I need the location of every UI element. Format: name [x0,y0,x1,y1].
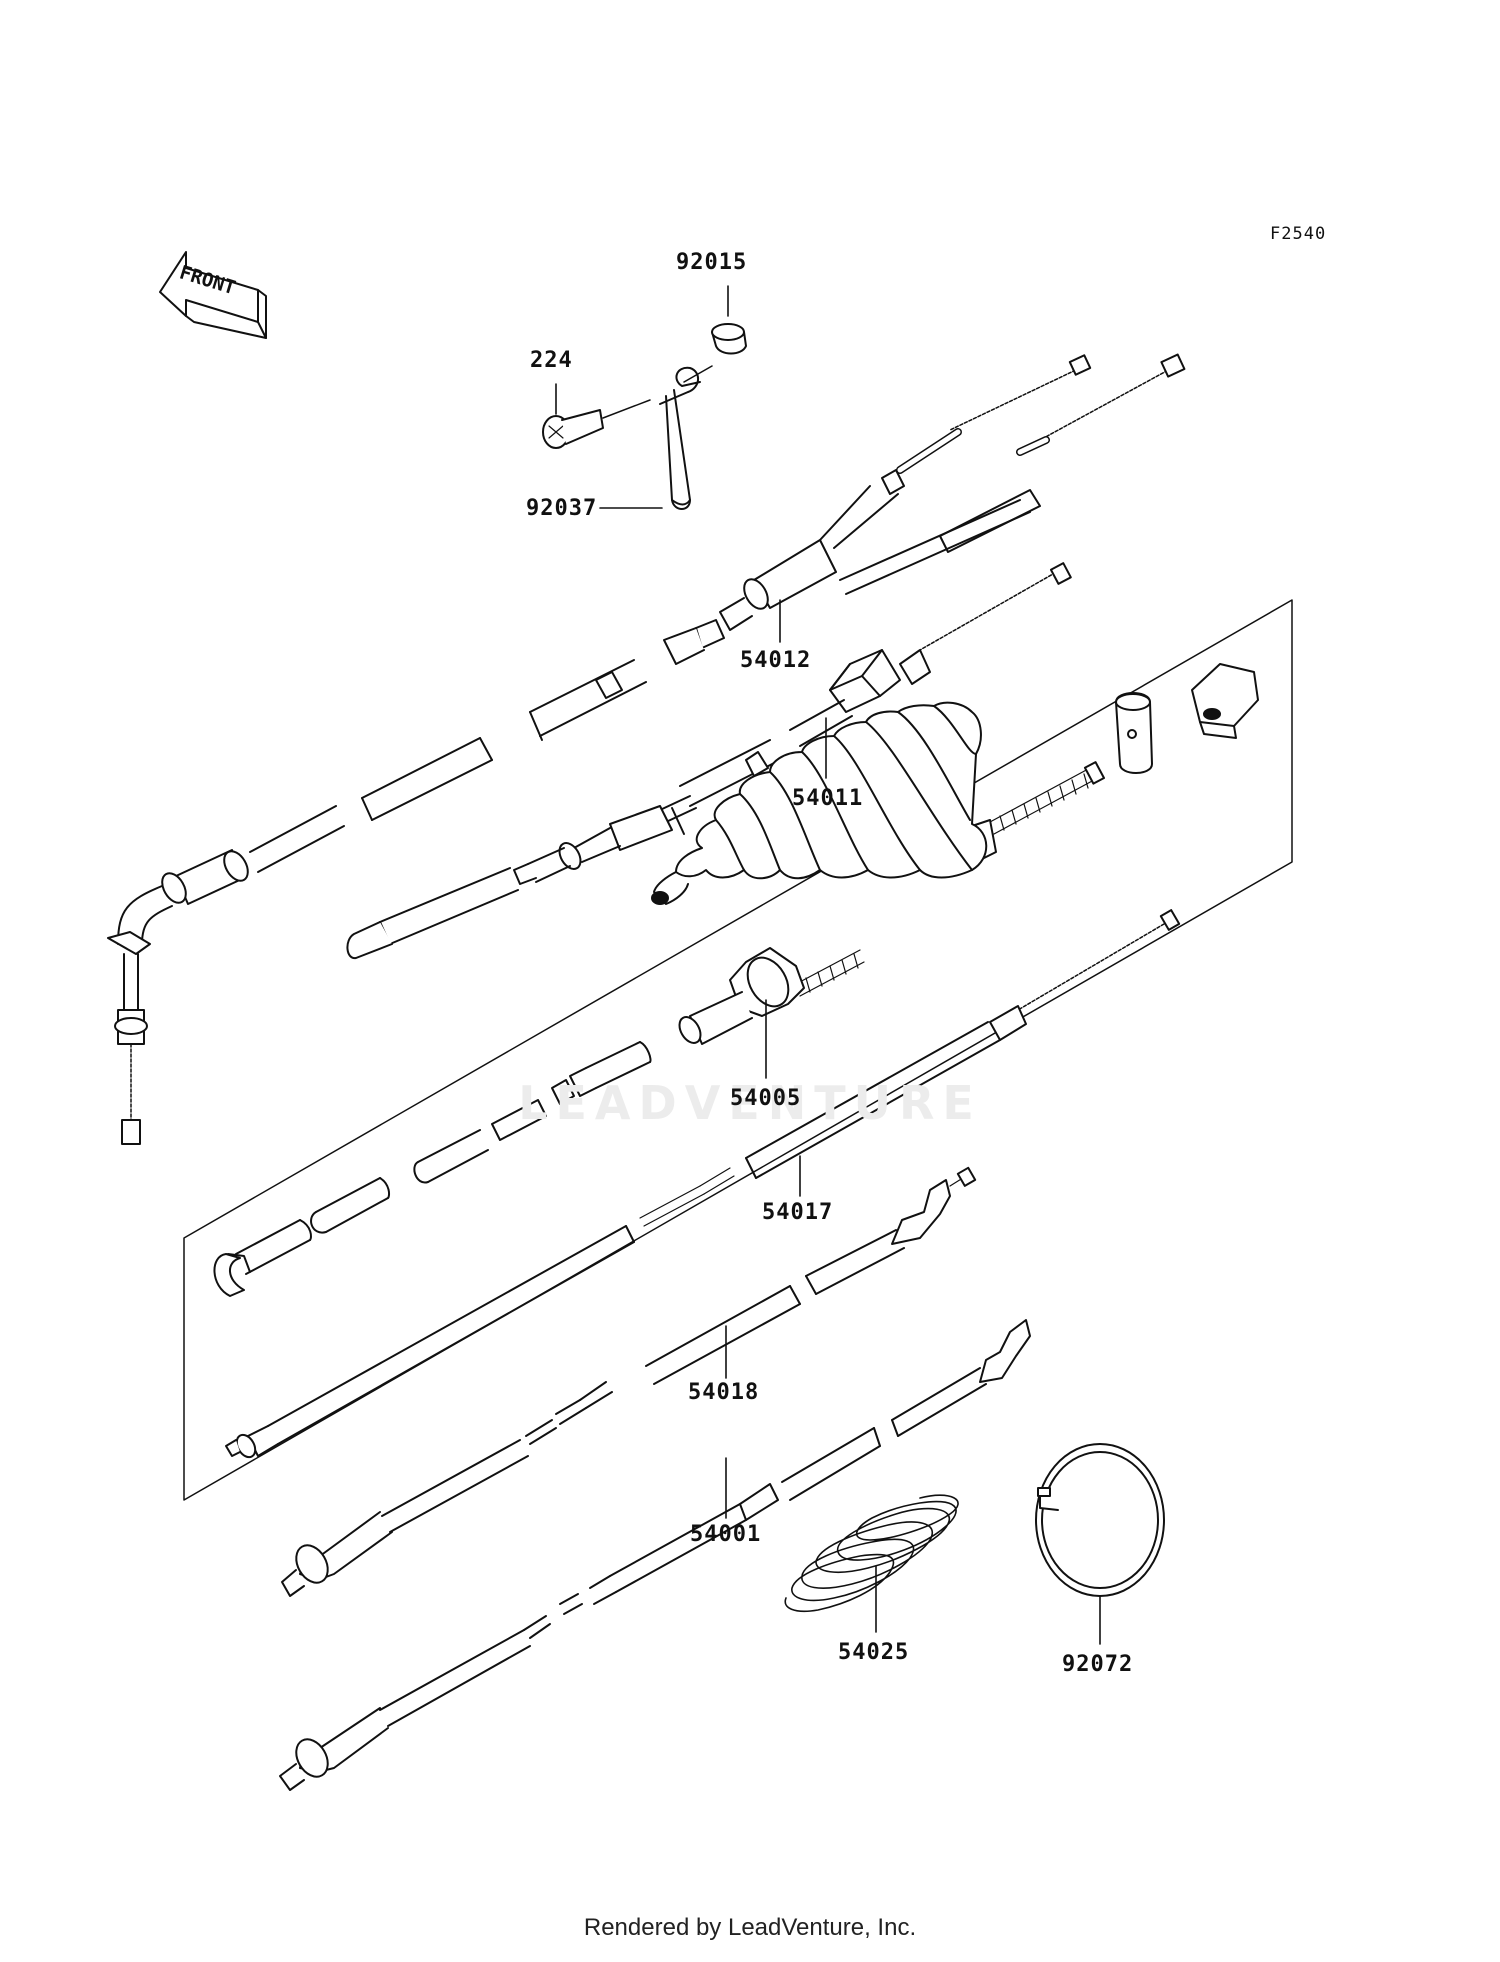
clip-92037-icon [659,366,701,510]
callout-54001[interactable]: 54001 [690,1522,762,1547]
callout-54011[interactable]: 54011 [792,786,864,811]
leader-lines [555,285,1101,1645]
footer-credit: Rendered by LeadVenture, Inc. [583,1914,917,1941]
front-arrow-icon: FRONT [159,251,267,339]
callout-54017[interactable]: 54017 [762,1200,834,1225]
callout-54018[interactable]: 54018 [688,1380,760,1405]
cable-54017-drawing [225,909,1181,1459]
callout-92015[interactable]: 92015 [676,250,748,275]
cable-54012-drawing [107,353,1186,1145]
callout-92072[interactable]: 92072 [1062,1652,1134,1677]
bolt-224-icon [542,399,651,449]
band-92072-icon [1035,1443,1165,1597]
callout-224[interactable]: 224 [530,348,573,373]
watermark-text: LEADVENTURE [518,1076,982,1130]
cable-54011-drawing [346,562,1072,960]
cable-54001-drawing [279,1319,1031,1791]
callout-92037[interactable]: 92037 [526,496,598,521]
cable-54005-drawing [213,663,1259,1297]
callout-54012[interactable]: 54012 [740,648,812,673]
cable-54018-drawing [281,1166,977,1597]
figure-code: F2540 [1270,224,1327,244]
spring-54025-icon [784,1494,959,1613]
nut-92015-icon [683,323,747,383]
callout-54025[interactable]: 54025 [838,1640,910,1665]
callout-54005[interactable]: 54005 [730,1086,802,1111]
